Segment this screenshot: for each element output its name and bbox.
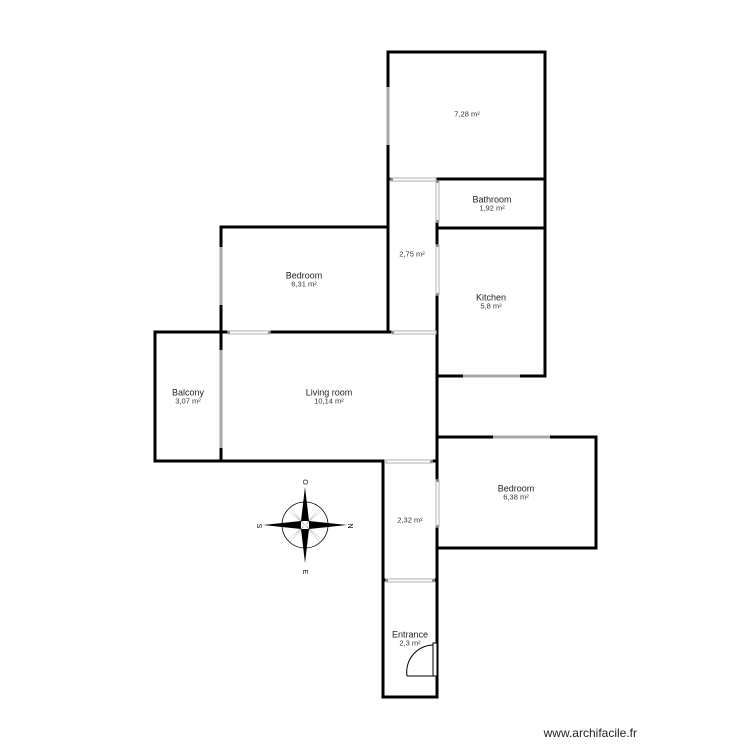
room-label-kitchen: Kitchen 5,8 m² — [476, 293, 506, 312]
room-name: Bedroom — [285, 270, 323, 281]
room-area: 5,8 m² — [480, 301, 502, 311]
windows — [219, 87, 550, 448]
door-opening — [385, 578, 435, 583]
room-area: 7,28 m² — [454, 109, 480, 119]
compass-diagonals — [283, 503, 327, 547]
compass-point-right — [309, 521, 347, 529]
compass-point — [283, 525, 305, 544]
room-name: Bathroom — [472, 194, 512, 205]
compass-point — [286, 525, 305, 547]
room-label-living-room: Living room 10,14 m² — [306, 388, 353, 407]
compass-point — [286, 503, 305, 525]
compass-point — [305, 503, 324, 525]
room-name: Bedroom — [497, 483, 535, 494]
door-opening — [435, 479, 440, 528]
compass-label-right: N — [346, 523, 353, 528]
compass-label-bottom: E — [301, 570, 308, 575]
room-label-bedroom-2: Bedroom 6,38 m² — [498, 484, 535, 503]
room-label-bathroom: Bathroom 1,92 m² — [472, 195, 511, 214]
compass-point-left — [263, 521, 301, 529]
room-name: Balcony — [171, 387, 205, 398]
compass: O N E S — [255, 479, 353, 574]
room-label-hallway-lower: 2,32 m² — [397, 515, 423, 526]
door-opening — [435, 180, 440, 223]
compass-point — [283, 506, 305, 525]
door-opening — [391, 330, 437, 335]
room-area: 2,3 m² — [399, 638, 421, 648]
room-area: 2,32 m² — [397, 515, 423, 525]
room-area: 6,31 m² — [291, 279, 317, 289]
room-label-top: 7,28 m² — [454, 109, 480, 120]
room-name: Living room — [305, 387, 353, 398]
room-label-balcony: Balcony 3,07 m² — [172, 388, 204, 407]
door-openings — [227, 177, 440, 583]
room-area: 1,92 m² — [479, 203, 505, 213]
watermark: www.archifacile.fr — [543, 726, 637, 740]
compass-main-points — [263, 487, 347, 563]
room-area: 6,38 m² — [503, 492, 529, 502]
room-area: 3,07 m² — [175, 396, 201, 406]
compass-point-bottom — [301, 529, 309, 563]
room-area: 10,14 m² — [314, 396, 344, 406]
entrance-door — [406, 642, 438, 677]
compass-point-top — [301, 487, 309, 521]
door-swing-arc — [406, 644, 435, 677]
door-opening — [435, 244, 440, 296]
room-label-entrance: Entrance 2,3 m² — [392, 630, 428, 649]
room-label-bedroom-1: Bedroom 6,31 m² — [286, 271, 323, 290]
room-label-hallway-upper: 2,75 m² — [399, 249, 425, 260]
room-area: 2,75 m² — [399, 249, 425, 259]
walls — [153, 50, 598, 699]
compass-point — [305, 525, 324, 547]
compass-label-left: S — [255, 524, 262, 529]
room-name: Kitchen — [475, 292, 507, 303]
door-opening — [227, 330, 271, 335]
door-opening — [390, 177, 437, 182]
compass-point — [305, 506, 327, 525]
compass-point — [305, 525, 327, 544]
door-frame — [432, 642, 438, 677]
room-name: Entrance — [391, 629, 429, 640]
door-opening — [385, 459, 433, 464]
compass-label-top: O — [301, 479, 308, 485]
